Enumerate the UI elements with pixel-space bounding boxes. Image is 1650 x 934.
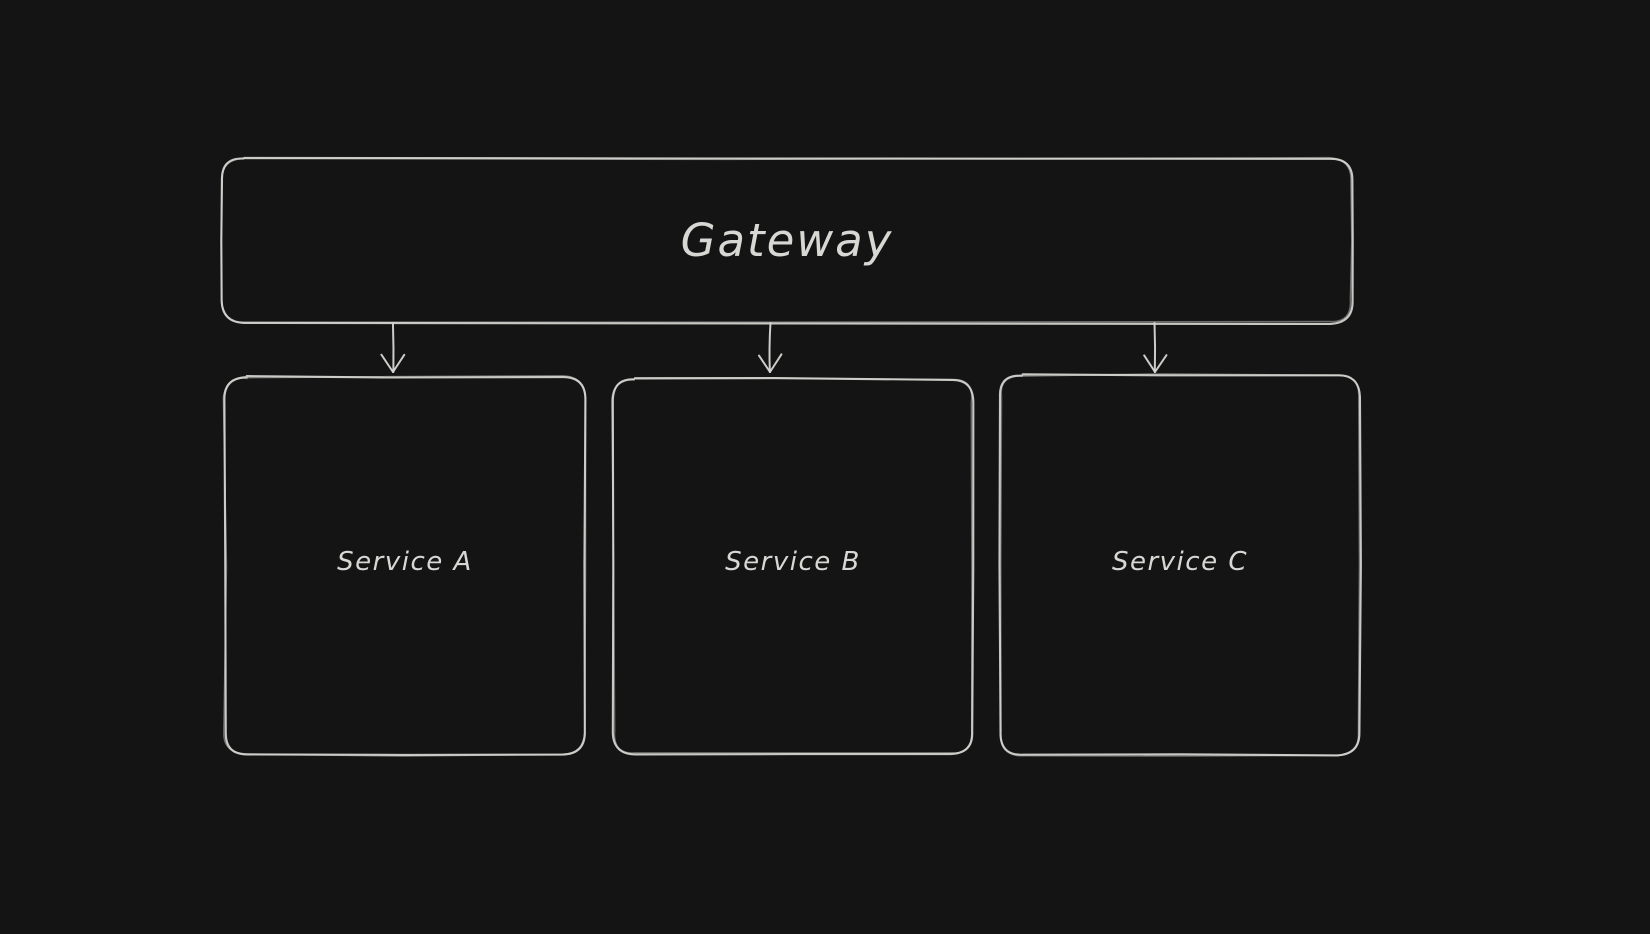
node-service-c[interactable]	[1000, 375, 1360, 755]
node-gateway[interactable]	[222, 158, 1352, 323]
node-service-a[interactable]	[225, 377, 585, 755]
node-service-b[interactable]	[613, 379, 973, 754]
